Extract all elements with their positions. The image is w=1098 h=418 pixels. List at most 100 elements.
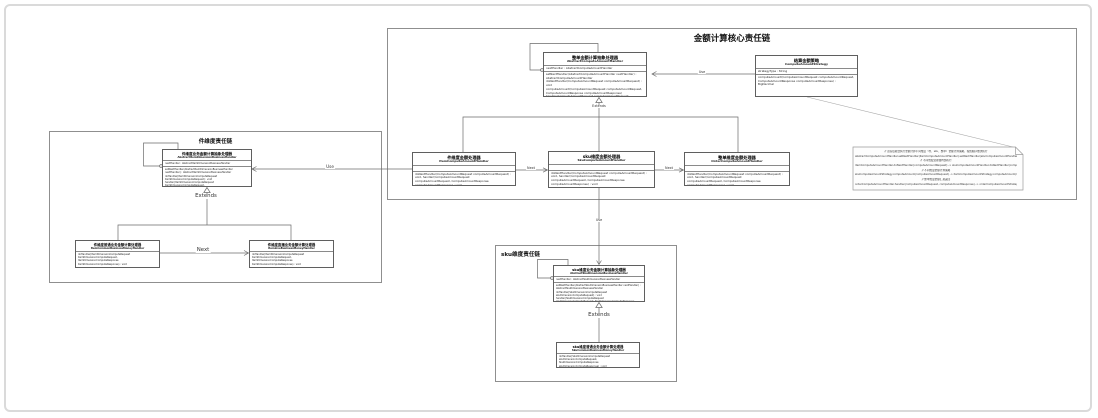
class-item-live-handler: 件维度直播业务金额计算处理器 ItemLiveBusinessMoneyHand… [249, 240, 334, 268]
next-sku-order-arrow-icon [678, 167, 685, 173]
note-line: // 不同维度金额计算策略 [921, 168, 951, 172]
class-methods: doNextHandler(ComputeAmountRequest compu… [687, 171, 783, 186]
class-name-zh: sku维度普通业务金额计算处理器 [572, 344, 624, 349]
note-link-line [806, 96, 1014, 148]
note-line: // 整单维度金额汇总返回 [921, 177, 951, 181]
class-name-zh: 结算金额策略 [793, 57, 820, 63]
class-item-abstract-handler: 件维度业务金额计算抽象处理器 AbstractItemDimensionBusi… [162, 149, 252, 187]
class-title: sku维度金额处理器 SkuComputeAmountHandler [549, 152, 654, 165]
next-label-sku-order: Next [664, 165, 674, 170]
class-name-zh: 整单金额计算抽象处理器 [571, 54, 619, 60]
class-fields: nextHandler : AbstractItemDimensionBusin… [163, 161, 251, 168]
class-title: sku维度普通业务金额计算处理器 SkuCommonBusinessMoneyH… [557, 343, 639, 355]
class-core-abstract-handler: 整单金额计算抽象处理器 AbstractComputeAmountHandler… [543, 52, 647, 97]
class-methods: doNextHandler(ComputeAmountRequest compu… [551, 170, 647, 186]
class-methods: doHandler(ItemDimensionComputeRequest it… [252, 252, 305, 266]
extends-label-item: Extends [194, 193, 218, 200]
use-label-item: Use [325, 163, 335, 169]
class-order-dimension-handler: 整单维度金额处理器 OrderComputeAmountHandler doNe… [684, 152, 790, 186]
use-label-sku: Use [594, 218, 604, 223]
class-name-en: ItemCommonBusinessMoneyHandler [90, 246, 145, 250]
sku-self-loop-line [537, 259, 569, 279]
class-sku-dimension-handler: sku维度金额处理器 SkuComputeAmountHandler doNex… [548, 151, 655, 188]
item-extends-tree-line [117, 192, 292, 240]
use-label-strategy: Use [697, 69, 707, 74]
class-fields: nextHandler : AbstractComputeAmountHandl… [544, 66, 646, 73]
class-name-zh: 件维度直播业务金额计算处理器 [267, 242, 316, 247]
container-sku-title: sku维度责任链 [501, 252, 541, 258]
class-name-zh: 件维度业务金额计算抽象处理器 [181, 151, 233, 156]
class-fields: strategyType : String [756, 69, 857, 76]
class-name-en: SkuComputeAmountHandler [577, 157, 626, 162]
class-compute-strategy: 结算金额策略 ComputeAmountStrategy strategyTyp… [755, 55, 858, 97]
note-shape [852, 146, 1024, 191]
class-fields-empty [413, 166, 515, 172]
class-title: 整单维度金额处理器 OrderComputeAmountHandler [685, 153, 789, 166]
note-fold-icon [1015, 147, 1023, 155]
note-line: abstractComputeAmountHandler.setNextHand… [855, 154, 1017, 158]
class-methods: setNextHandler(AbstractItemDimensionBusi… [165, 168, 233, 187]
container-core-chain: 金额计算核心责任链 [387, 28, 1077, 200]
class-title: 件维度业务金额计算抽象处理器 AbstractItemDimensionBusi… [163, 150, 251, 162]
class-name-zh: 件维度普通业务金额计算处理器 [93, 242, 142, 247]
class-item-dimension-handler: 件维度金额处理器 ItemComputeAmountHandler doNext… [412, 152, 516, 186]
note-line: orderComputeAmountHandler.handler(comput… [855, 182, 1017, 186]
core-extends-triangle-icon [595, 96, 603, 103]
extends-label-sku: Extends [587, 312, 611, 319]
class-fields-empty [685, 166, 789, 172]
class-title: 件维度直播业务金额计算处理器 ItemLiveBusinessMoneyHand… [250, 241, 333, 253]
class-sku-common-handler: sku维度普通业务金额计算处理器 SkuCommonBusinessMoneyH… [556, 342, 640, 368]
container-item-chain: 件维度责任链 [49, 131, 382, 283]
class-sku-abstract-handler: sku维度业务金额计算抽象处理器 AbstractSkuDimensionBus… [553, 265, 645, 302]
next-label-item-sku: Next [526, 165, 536, 170]
item-self-loop-line [143, 142, 179, 167]
class-title: 整单金额计算抽象处理器 AbstractComputeAmountHandler [544, 53, 646, 66]
class-name-zh: 整单维度金额处理器 [718, 154, 756, 160]
note-line: skuComputeAmountStrategy.computeAmount(c… [855, 173, 1017, 177]
class-name-en: OrderComputeAmountHandler [711, 158, 763, 163]
class-name-en: ItemComputeAmountHandler [439, 158, 489, 163]
class-methods: setNextHandler(AbstractComputeAmountHand… [546, 72, 642, 97]
class-fields: nextHandler : AbstractSkuDimensionBusine… [554, 277, 644, 284]
class-methods: setNextHandler(AbstractSkuDimensionBusin… [556, 284, 641, 302]
class-name-en: AbstractComputeAmountHandler [566, 58, 624, 63]
note-line: itemComputeAmountHandler.doNextHandler(c… [855, 163, 1017, 167]
connectors [117, 43, 1024, 342]
sku-extends-triangle-icon [595, 301, 603, 308]
class-name-en: ComputeAmountStrategy [784, 61, 829, 66]
class-name-zh: sku维度金额处理器 [582, 153, 621, 159]
class-methods: doHandler(ItemDimensionComputeRequest it… [78, 252, 131, 266]
item-extends-triangle-icon [203, 186, 211, 193]
note-comment: // 责任链模式执行金额计算不同维度（件、sku、整单）金额计算策略，按照顺序依… [855, 150, 1017, 188]
note-line: // 责任链模式执行金额计算不同维度（件、sku、整单）金额计算策略，按照顺序依… [884, 150, 988, 153]
extends-label-core: Extends [591, 104, 607, 109]
core-self-loop-line [529, 43, 599, 71]
class-methods: doNextHandler(ComputeAmountRequest compu… [415, 171, 511, 186]
core-use-arrow-icon [651, 71, 657, 77]
class-item-common-handler: 件维度普通业务金额计算处理器 ItemCommonBusinessMoneyHa… [75, 240, 160, 268]
container-core-title: 金额计算核心责任链 [693, 34, 771, 44]
class-fields-empty [549, 165, 654, 171]
class-name-en: AbstractItemDimensionBusinessHandler [177, 156, 237, 160]
class-methods: computeAmount(ComputeAmountRequest compu… [758, 75, 854, 87]
class-name-en: ItemLiveBusinessMoneyHandler [268, 246, 315, 250]
note-line: // 不同维度处理器内部执行 [920, 159, 952, 163]
outer-border [4, 4, 1092, 412]
class-name-zh: 件维度金额处理器 [447, 154, 481, 160]
item-use-arrow-icon [251, 166, 257, 172]
class-title: 件维度金额处理器 ItemComputeAmountHandler [413, 153, 515, 166]
container-sku-chain: sku维度责任链 [495, 245, 677, 382]
class-title: sku维度业务金额计算抽象处理器 AbstractSkuDimensionBus… [554, 266, 644, 278]
next-item-sku-arrow-icon [542, 167, 549, 173]
class-name-zh: sku维度业务金额计算抽象处理器 [572, 267, 626, 272]
core-extends-tree-line [462, 102, 739, 152]
container-item-title: 件维度责任链 [198, 139, 233, 145]
next-item-children-arrow-icon [243, 250, 250, 256]
class-methods: doHandler(SkuDimensionComputeRequest sku… [559, 354, 610, 368]
class-title: 结算金额策略 ComputeAmountStrategy [756, 56, 857, 69]
class-name-en: AbstractSkuDimensionBusinessHandler [570, 272, 628, 276]
next-label-item-children: Next [195, 247, 211, 254]
sku-use-arrow-icon [596, 260, 602, 266]
